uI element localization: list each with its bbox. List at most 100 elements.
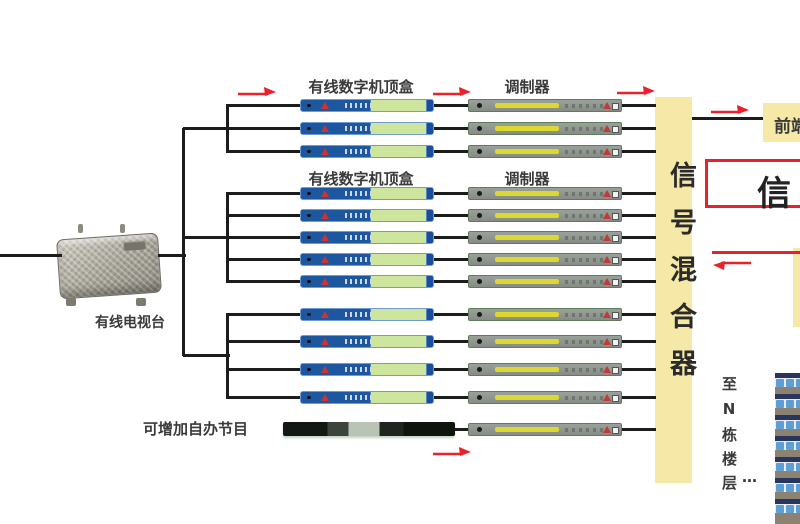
- modulator-logo-triangle-icon: [603, 125, 611, 132]
- set-top-box-device: [300, 145, 434, 158]
- headend-input-line: [0, 254, 62, 257]
- stb-led-display: [345, 191, 371, 196]
- apartment-building: [775, 373, 800, 524]
- stb-display-panel: [369, 254, 426, 265]
- building-floor-band: [775, 436, 800, 441]
- stb-to-modulator-line: [434, 127, 468, 130]
- modulator-device: [468, 145, 622, 158]
- building-window-row: [775, 399, 800, 408]
- stb-logo-triangle-icon: [321, 278, 329, 285]
- modulator-to-mixer-line: [622, 313, 656, 316]
- return-signal-line: [712, 251, 800, 254]
- stb-to-modulator-line: [434, 396, 468, 399]
- modulator-knob: [477, 279, 482, 284]
- modulator-display-stripe: [495, 339, 559, 344]
- device-label-plate: [123, 240, 146, 251]
- modulator-output-port: [612, 279, 619, 286]
- modulator-output-port: [612, 367, 619, 374]
- modulator-output-port: [612, 427, 619, 434]
- stb-display-panel: [369, 188, 426, 199]
- stb-power-dot: [307, 150, 311, 153]
- flow-arrow-right-icon: [433, 87, 471, 96]
- stb-led-display: [345, 367, 371, 372]
- stb-display-panel: [369, 392, 426, 403]
- stb-edge-stripe: [426, 210, 433, 221]
- modulator-device: [468, 231, 622, 244]
- flow-arrow: [616, 82, 656, 95]
- stb-group-label: 有线数字机顶盒: [308, 78, 414, 96]
- stb-edge-stripe: [426, 232, 433, 243]
- stb-display-panel: [369, 276, 426, 287]
- stb-logo-triangle-icon: [321, 148, 329, 155]
- stb-front-panel: [301, 254, 371, 265]
- modulator-output-port: [612, 103, 619, 110]
- modulator-output-port: [612, 395, 619, 402]
- trunk-line: [182, 128, 185, 356]
- modulator-knob: [477, 103, 482, 108]
- building-floor-band: [775, 478, 800, 483]
- building-floor-gap: [775, 408, 800, 415]
- modulator-to-mixer-line: [622, 127, 656, 130]
- signal-mixer-label: 信号混合器: [665, 161, 696, 396]
- stb-logo-triangle-icon: [321, 256, 329, 263]
- stb-to-modulator-line: [434, 258, 468, 261]
- stb-display-panel: [369, 123, 426, 134]
- modulator-knob: [477, 235, 482, 240]
- stb-edge-stripe: [426, 276, 433, 287]
- stb-feed-line: [227, 192, 300, 195]
- stb-front-panel: [301, 232, 371, 243]
- building-floor-band: [775, 373, 800, 378]
- building-floor-gap: [775, 387, 800, 394]
- device-foot: [136, 298, 146, 306]
- flow-arrow: [712, 257, 752, 270]
- set-top-box-device: [300, 231, 434, 244]
- stb-display-panel: [369, 100, 426, 111]
- modulator-display-stripe: [495, 367, 559, 372]
- stb-power-dot: [307, 340, 311, 343]
- stb-power-dot: [307, 258, 311, 261]
- building-floor-gap: [775, 513, 800, 520]
- set-top-box-device: [300, 253, 434, 266]
- stb-feed-line: [227, 236, 300, 239]
- modulator-device: [468, 275, 622, 288]
- stb-edge-stripe: [426, 392, 433, 403]
- modulator-to-mixer-line: [622, 340, 656, 343]
- modulator-output-port: [612, 126, 619, 133]
- modulator-display-stripe: [495, 427, 559, 432]
- mixer-output-line: [692, 117, 763, 120]
- building-floor-band: [775, 394, 800, 399]
- stb-to-modulator-line: [434, 150, 468, 153]
- to-building-label: 至N栋楼层: [720, 376, 738, 499]
- modulator-display-stripe: [495, 213, 559, 218]
- stb-logo-triangle-icon: [321, 311, 329, 318]
- stb-edge-stripe: [426, 336, 433, 347]
- stb-power-dot: [307, 396, 311, 399]
- stb-power-dot: [307, 280, 311, 283]
- modulator-logo-triangle-icon: [603, 190, 611, 197]
- modulator-markings: [565, 340, 603, 344]
- modulator-knob: [477, 257, 482, 262]
- modulator-display-stripe: [495, 191, 559, 196]
- modulator-logo-triangle-icon: [603, 426, 611, 433]
- modulator-logo-triangle-icon: [603, 234, 611, 241]
- stb-led-display: [345, 339, 371, 344]
- modulator-device: [468, 335, 622, 348]
- headend-amplifier-device: [50, 224, 168, 308]
- modulator-output-port: [612, 149, 619, 156]
- modulator-logo-triangle-icon: [603, 394, 611, 401]
- device-stud: [78, 224, 83, 233]
- modulator-device: [468, 253, 622, 266]
- building-window-row: [775, 504, 800, 513]
- modulator-to-mixer-line: [622, 104, 656, 107]
- building-floor-gap: [775, 492, 800, 499]
- stb-display-panel: [369, 336, 426, 347]
- flow-arrow: [710, 101, 750, 114]
- stb-front-panel: [301, 392, 371, 403]
- modulator-to-mixer-line: [622, 428, 656, 431]
- modulator-device: [468, 423, 622, 436]
- stb-power-dot: [307, 313, 311, 316]
- stb-led-display: [345, 126, 371, 131]
- signal-red-box: 信: [705, 159, 800, 214]
- stb-logo-triangle-icon: [321, 338, 329, 345]
- modulator-to-mixer-line: [622, 236, 656, 239]
